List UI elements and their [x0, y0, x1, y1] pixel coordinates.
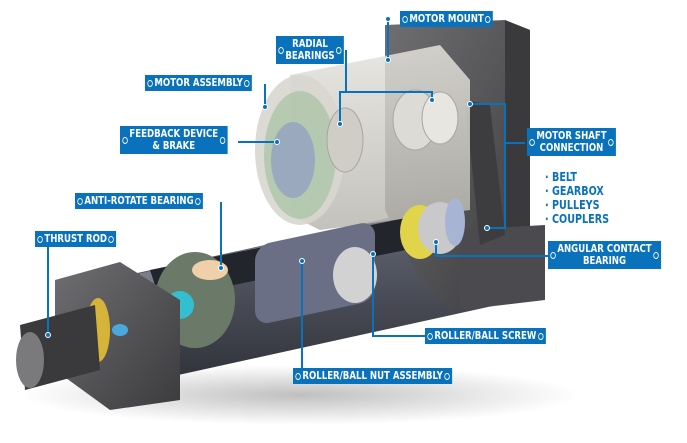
connector-dot-icon: [550, 251, 556, 259]
motor-shaft-connection-options: BELT GEARBOX PULLEYS COUPLERS: [545, 170, 609, 226]
connector-dot-icon: [427, 332, 433, 340]
connector-dot-icon: [402, 15, 408, 23]
connector-dot-icon: [608, 138, 614, 146]
label-text: ROLLER/BALL NUT ASSEMBLY: [302, 369, 443, 382]
connector-dot-icon: [336, 46, 342, 54]
connector-dot-icon: [37, 235, 43, 243]
connector-dot-icon: [444, 372, 450, 380]
label-radial-bearings: RADIAL BEARINGS: [276, 36, 344, 64]
label-text: THRUST ROD: [44, 232, 108, 245]
label-anti-rotate-bearing: ANTI-ROTATE BEARING: [75, 193, 203, 209]
connector-dot-icon: [537, 332, 544, 340]
option-belt: BELT: [545, 170, 609, 184]
label-feedback-device-brake: FEEDBACK DEVICE & BRAKE: [120, 126, 228, 154]
label-text-line-2: & BRAKE: [152, 139, 196, 152]
connector-dot-icon: [485, 15, 491, 23]
connector-dot-icon: [195, 197, 201, 205]
connector-dot-icon: [108, 235, 115, 243]
label-thrust-rod: THRUST ROD: [35, 231, 117, 247]
label-text-line-1: ANGULAR CONTACT: [557, 242, 652, 255]
label-roller-ball-nut-assembly: ROLLER/BALL NUT ASSEMBLY: [293, 368, 453, 384]
label-text: MOTOR ASSEMBLY: [154, 76, 243, 89]
label-text: ANTI-ROTATE BEARING: [84, 194, 194, 207]
label-text-line-2: BEARINGS: [285, 49, 335, 62]
label-text-line-2: CONNECTION: [539, 141, 604, 154]
label-motor-shaft-connection: MOTOR SHAFT CONNECTION: [527, 128, 617, 156]
label-text-line-2: BEARING: [582, 254, 627, 267]
label-motor-mount: MOTOR MOUNT: [400, 11, 494, 27]
connector-dot-icon: [244, 79, 250, 87]
label-text-line-1: MOTOR SHAFT: [536, 129, 607, 142]
label-text: ROLLER/BALL SCREW: [434, 329, 537, 342]
option-pulleys: PULLEYS: [545, 198, 609, 212]
label-angular-contact-bearing: ANGULAR CONTACT BEARING: [548, 241, 662, 269]
connector-dot-icon: [219, 136, 226, 144]
label-motor-assembly: MOTOR ASSEMBLY: [145, 75, 253, 91]
connector-dot-icon: [77, 197, 83, 205]
option-gearbox: GEARBOX: [545, 184, 609, 198]
connector-dot-icon: [278, 46, 284, 54]
connector-dot-icon: [653, 251, 659, 259]
label-text-line-1: RADIAL: [292, 37, 328, 50]
label-roller-ball-screw: ROLLER/BALL SCREW: [425, 328, 546, 344]
option-couplers: COUPLERS: [545, 212, 609, 226]
connector-dot-icon: [295, 372, 301, 380]
label-text-line-1: FEEDBACK DEVICE: [129, 127, 219, 140]
connector-dot-icon: [147, 79, 153, 87]
connector-dot-icon: [122, 136, 128, 144]
connector-dot-icon: [529, 138, 535, 146]
label-text: MOTOR MOUNT: [409, 12, 484, 25]
